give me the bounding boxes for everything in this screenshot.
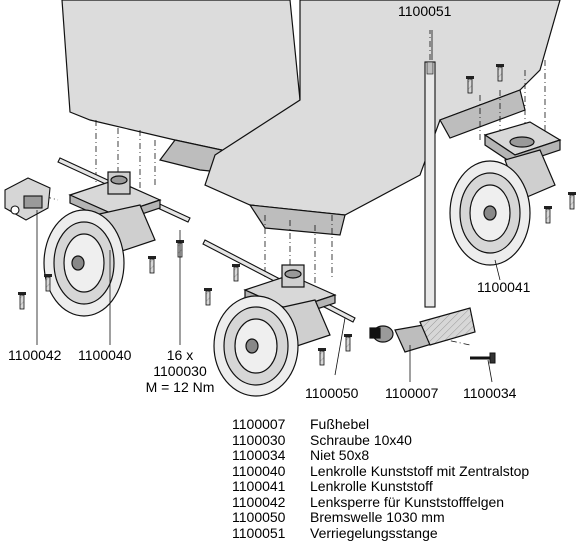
legend-row: 1100041 Lenkrolle Kunststoff: [232, 478, 529, 495]
rivet: [470, 352, 496, 364]
callout-1100041: 1100041: [477, 279, 531, 295]
callout-1100040: 1100040: [78, 347, 132, 363]
legend-code: 1100007: [232, 416, 286, 432]
legend-row: 1100051 Verriegelungsstange: [232, 524, 529, 542]
legend-desc: Fußhebel: [310, 416, 370, 432]
container-body-front: [204, 0, 561, 236]
legend-code: 1100050: [232, 509, 286, 525]
legend-row: 1100040 Lenkrolle Kunststoff mit Zentrals…: [232, 462, 530, 480]
legend-desc: Schraube 10x40: [310, 431, 412, 448]
steering-lock: [4, 177, 51, 221]
callout-1100051: 1100051: [398, 3, 452, 19]
legend-desc: Bremswelle 1030 mm: [310, 509, 445, 525]
leader-lines: [36, 30, 501, 383]
legend-code: 1100042: [232, 493, 286, 510]
callout-1100050: 1100050: [305, 385, 359, 401]
legend-row: 1100030 Schraube 10x40: [232, 431, 529, 449]
legend-desc: Lenkrolle Kunststoff: [310, 478, 433, 494]
legend-row: 1100042 Lenksperre für Kunststofffelgen: [232, 493, 529, 511]
callout-1100034: 1100034: [463, 385, 517, 401]
caster-1100040: [43, 171, 162, 317]
screw-note-torque: M = 12 Nm: [145, 379, 215, 395]
callout-1100042: 1100042: [8, 347, 62, 363]
locking-rod: [424, 61, 436, 308]
legend-code: 1100034: [232, 447, 286, 463]
legend-desc: Verriegelungsstange: [310, 524, 438, 541]
screw-note-count: 16 x: [166, 347, 194, 363]
legend-row: 1100050 Bremswelle 1030 mm: [232, 509, 529, 526]
assembly-guide-lines: [19, 30, 546, 346]
legend-desc: Niet 50x8: [310, 447, 370, 463]
legend-code: 1100041: [232, 478, 286, 494]
legend-code: 1100040: [232, 462, 286, 479]
parts-legend: 1100007 Fußhebel 1100030 Schraube 10x40 11…: [232, 416, 530, 542]
legend-desc: Lenkrolle Kunststoff mit Zentralstop: [310, 462, 530, 479]
legend-row: 1100034 Niet 50x8: [232, 447, 529, 464]
legend-code: 1100051: [232, 524, 286, 541]
screw-note: 16 x 1100030 M = 12 Nm: [138, 347, 222, 395]
legend-row: 1100007 Fußhebel: [232, 416, 529, 433]
screw-note-part: 1100030: [153, 363, 207, 379]
foot-pedal: [369, 307, 476, 353]
callout-1100007: 1100007: [385, 385, 439, 401]
legend-code: 1100030: [232, 431, 286, 448]
caster-1100040-front: [213, 264, 337, 397]
caster-1100041: [449, 121, 562, 266]
legend-desc: Lenksperre für Kunststofffelgen: [310, 493, 505, 510]
